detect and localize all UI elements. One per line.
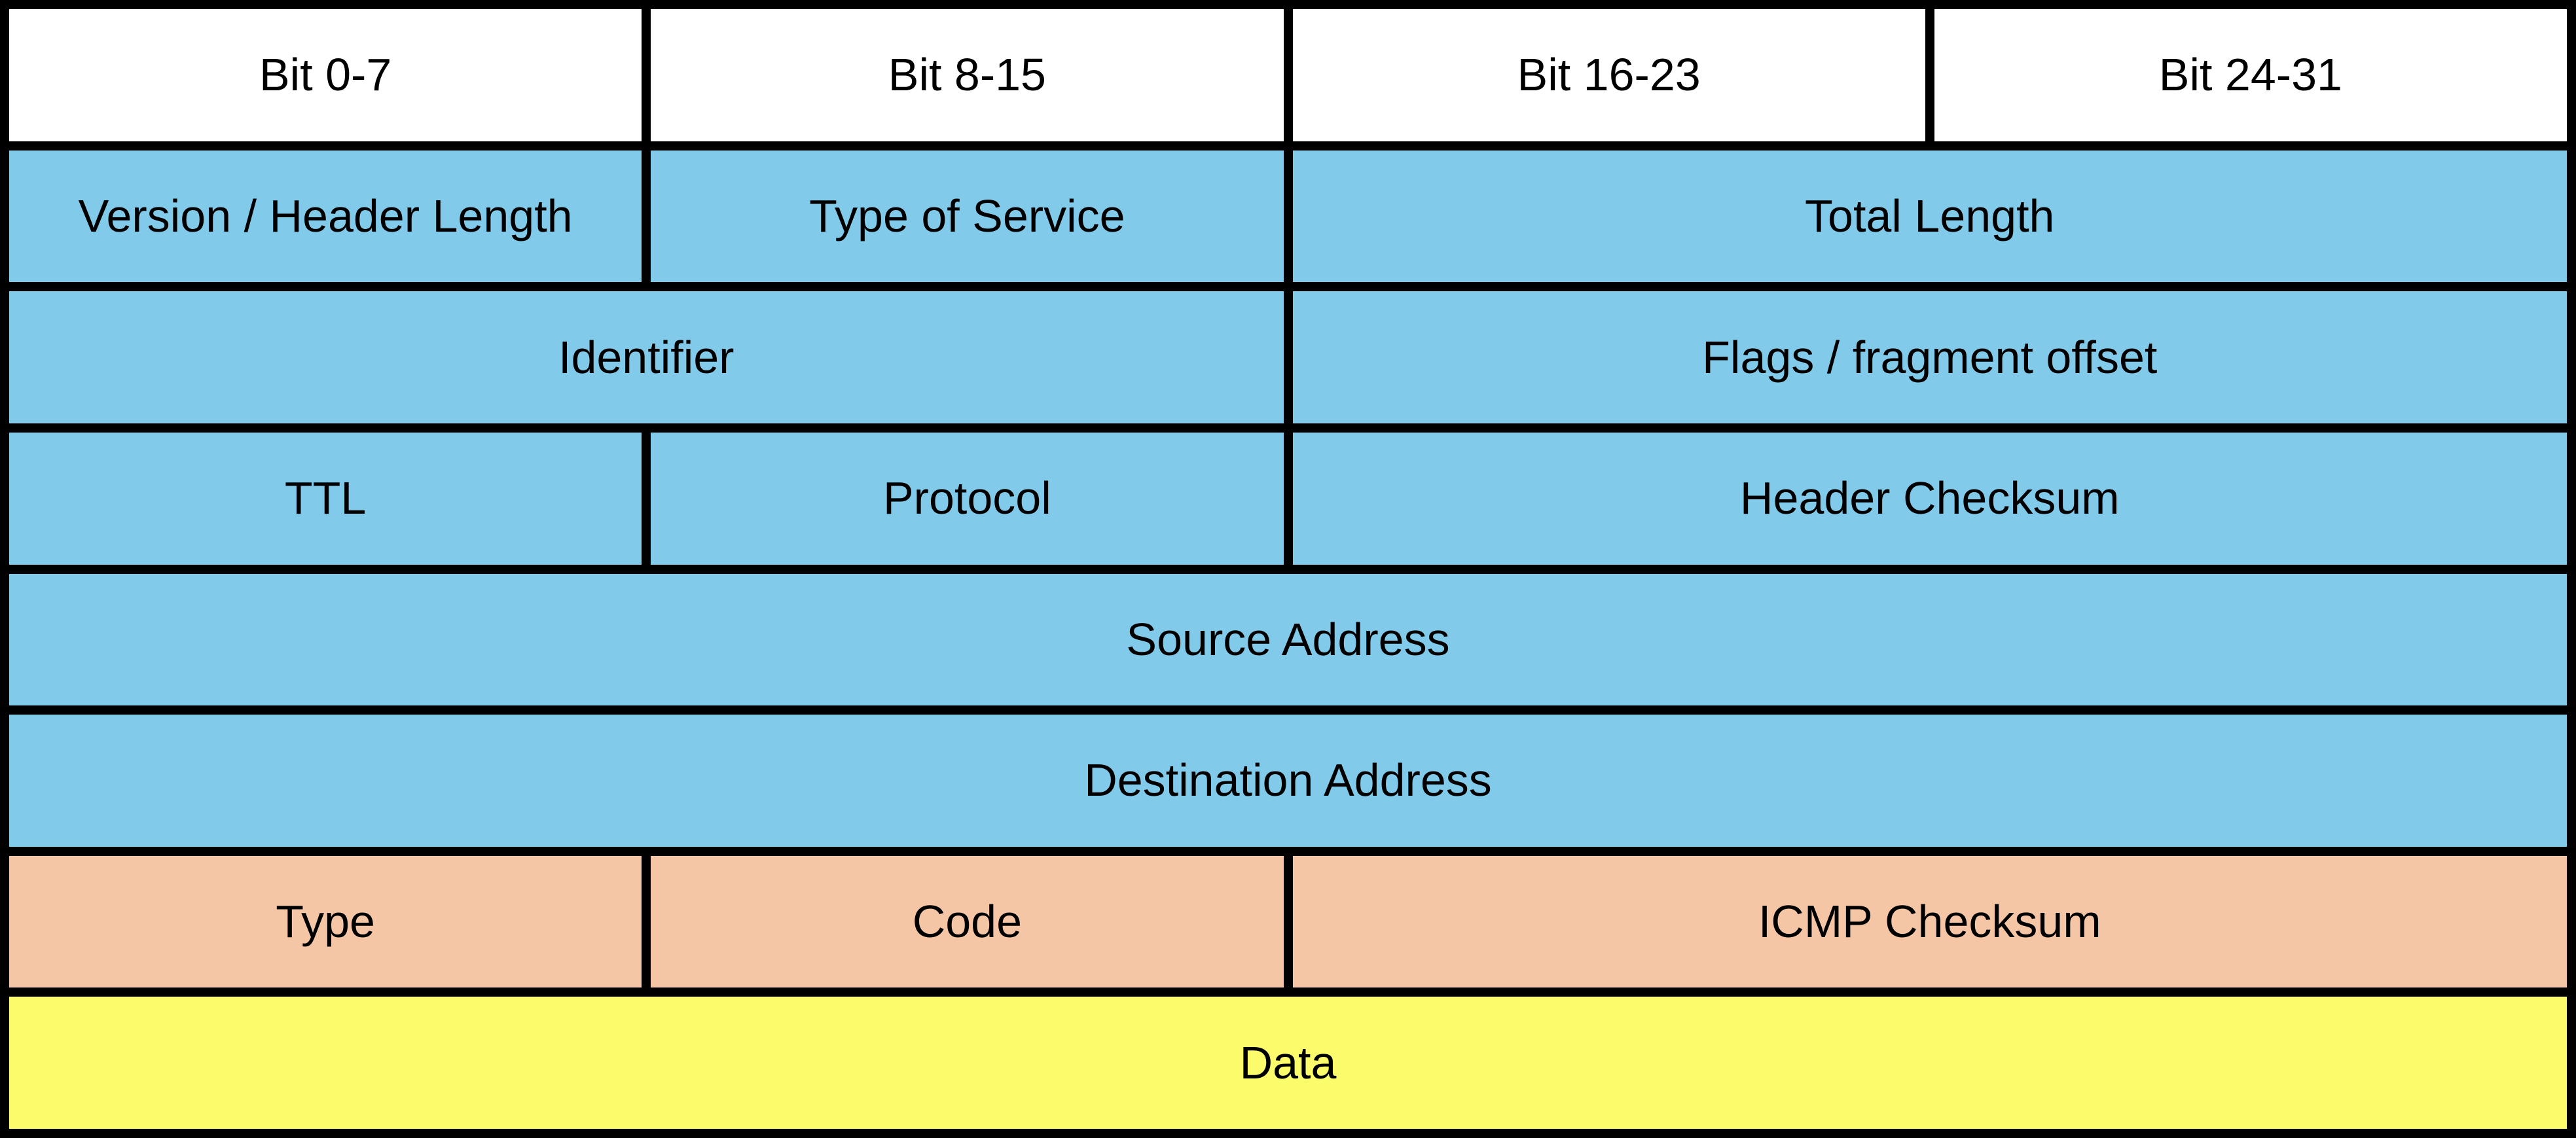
cell-protocol: Protocol xyxy=(651,432,1284,565)
cell-bit-8-15: Bit 8-15 xyxy=(651,9,1284,141)
cell-destination-address: Destination Address xyxy=(9,715,2567,847)
cell-icmp-type: Type xyxy=(9,855,642,988)
cell-bit-0-7: Bit 0-7 xyxy=(9,9,642,141)
cell-data: Data xyxy=(9,997,2567,1129)
cell-bit-24-31: Bit 24-31 xyxy=(1934,9,2567,141)
cell-header-checksum: Header Checksum xyxy=(1292,432,2567,565)
cell-bit-16-23: Bit 16-23 xyxy=(1292,9,1925,141)
cell-icmp-code: Code xyxy=(651,855,1284,988)
cell-identifier: Identifier xyxy=(9,291,1284,423)
cell-total-length: Total Length xyxy=(1292,150,2567,283)
cell-ttl: TTL xyxy=(9,432,642,565)
cell-flags-fragment-offset: Flags / fragment offset xyxy=(1292,291,2567,423)
cell-version-header-length: Version / Header Length xyxy=(9,150,642,283)
cell-type-of-service: Type of Service xyxy=(651,150,1284,283)
cell-icmp-checksum: ICMP Checksum xyxy=(1292,855,2567,988)
cell-source-address: Source Address xyxy=(9,573,2567,706)
